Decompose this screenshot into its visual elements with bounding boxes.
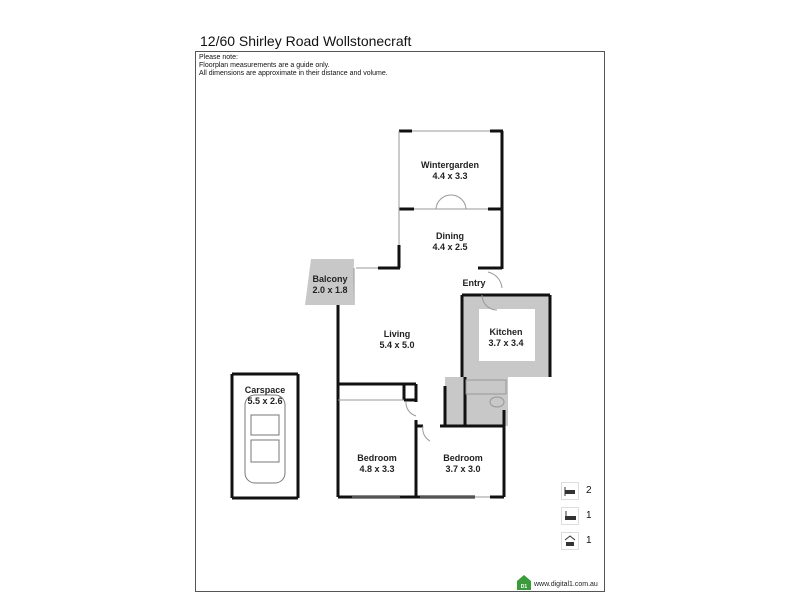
car-icon (561, 532, 579, 550)
kitchen-floor (479, 309, 535, 361)
plan-frame (195, 51, 605, 592)
svg-text:D1: D1 (521, 584, 528, 590)
room-label: Entry (462, 278, 485, 288)
room-label: Bedroom (357, 453, 397, 463)
note-line: Floorplan measurements are a guide only. (199, 62, 330, 69)
room-size: 4.4 x 2.5 (432, 242, 467, 252)
balcony-area (305, 259, 354, 305)
room-size: 5.4 x 5.0 (379, 340, 414, 350)
room-label: Carspace (245, 385, 286, 395)
bath-icon (561, 507, 579, 525)
room-label: Balcony (312, 274, 347, 284)
page-title: 12/60 Shirley Road Wollstonecraft (200, 33, 412, 49)
bedroom-count: 2 (586, 485, 592, 496)
website-link[interactable]: www.digital1.com.au (534, 581, 598, 588)
room-label: Bedroom (443, 453, 483, 463)
room-size: 3.7 x 3.0 (445, 464, 480, 474)
room-size: 4.4 x 3.3 (432, 171, 467, 181)
note-line: Please note: (199, 54, 238, 61)
carspace-count: 1 (586, 535, 592, 546)
room-size: 2.0 x 1.8 (312, 285, 347, 295)
windows-and-doors (338, 130, 507, 498)
digital1-logo: D1 (517, 575, 531, 590)
disclaimer-note: Please note: Floorplan measurements are … (199, 54, 388, 78)
note-line: All dimensions are approximate in their … (199, 70, 388, 77)
room-size: 3.7 x 3.4 (488, 338, 523, 348)
room-size: 4.8 x 3.3 (359, 464, 394, 474)
bathroom-count: 1 (586, 510, 592, 521)
room-label: Living (384, 329, 411, 339)
bathroom-area (445, 377, 508, 426)
car-drawing (244, 394, 286, 484)
walls (230, 129, 552, 500)
bed-icon (561, 482, 579, 500)
room-label: Kitchen (489, 327, 522, 337)
room-size: 5.5 x 2.6 (247, 396, 282, 406)
room-label: Wintergarden (421, 160, 479, 170)
room-label: Dining (436, 231, 464, 241)
